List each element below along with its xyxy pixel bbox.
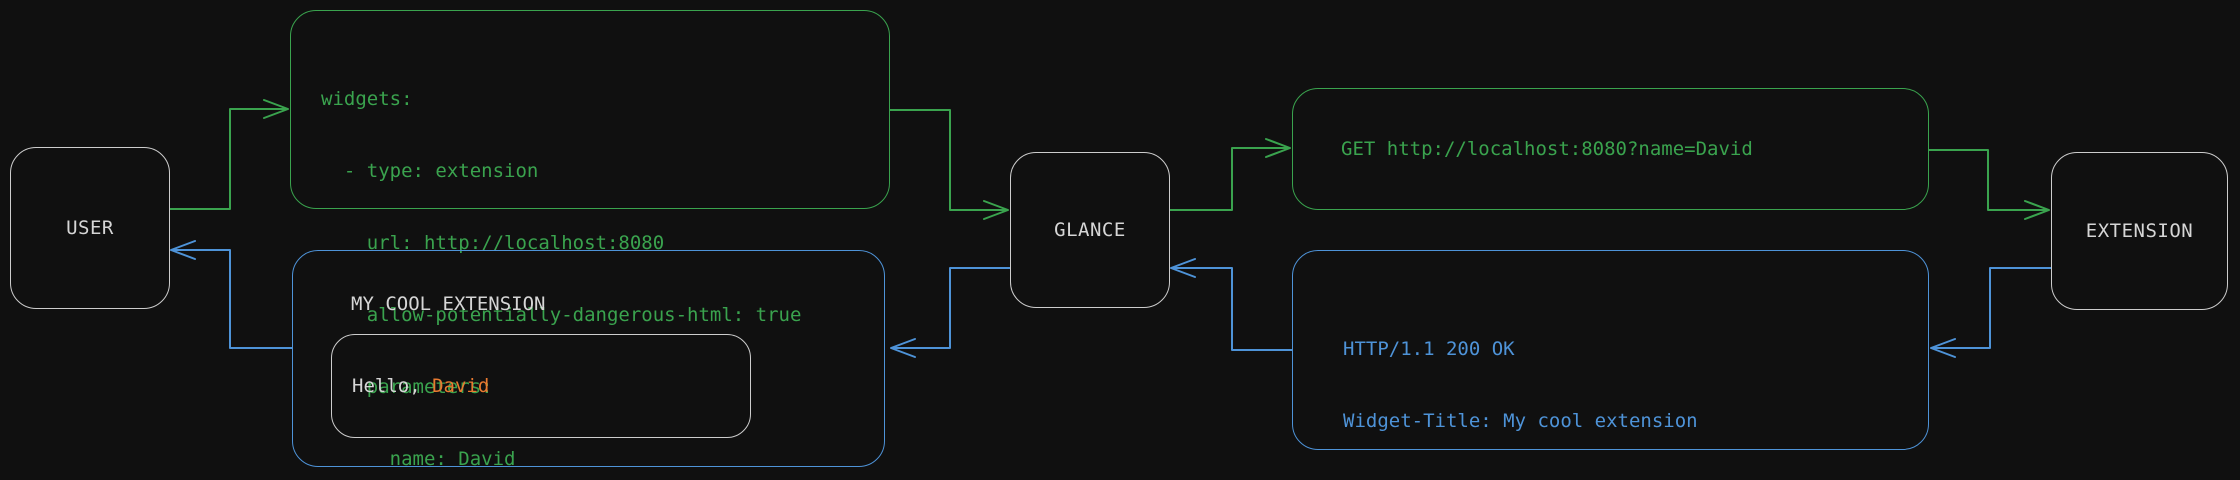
extension-node: EXTENSION bbox=[2051, 152, 2228, 310]
connector-user-to-config bbox=[169, 99, 289, 210]
request-box: GET http://localhost:8080?name=David bbox=[1292, 88, 1929, 210]
connector-config-to-glance bbox=[889, 109, 1009, 220]
config-line: allow-potentially-dangerous-html: true bbox=[321, 304, 802, 326]
user-node-label: USER bbox=[66, 217, 114, 239]
config-line: - type: extension bbox=[321, 160, 539, 182]
user-node: USER bbox=[10, 147, 170, 309]
connector-glance-to-request bbox=[1169, 138, 1291, 211]
connector-extension-to-response bbox=[1930, 267, 2052, 358]
config-line: widgets: bbox=[321, 88, 413, 110]
connector-widget-to-user bbox=[170, 240, 293, 349]
widget-greeting-name: David bbox=[432, 375, 490, 397]
extension-node-label: EXTENSION bbox=[2085, 220, 2194, 242]
config-line: name: David bbox=[321, 448, 516, 470]
glance-node: GLANCE bbox=[1010, 152, 1170, 308]
widget-greeting-prefix: Hello, bbox=[352, 375, 433, 397]
glance-node-label: GLANCE bbox=[1054, 219, 1126, 241]
request-line: GET http://localhost:8080?name=David bbox=[1341, 138, 1753, 160]
response-line: Widget-Title: My cool extension bbox=[1343, 410, 1698, 432]
widget-title: MY COOL EXTENSION bbox=[351, 293, 546, 315]
response-line: HTTP/1.1 200 OK bbox=[1343, 338, 1515, 360]
config-line: parameters: bbox=[321, 376, 493, 398]
config-box: widgets: - type: extension url: http://l… bbox=[290, 10, 890, 470]
response-box: HTTP/1.1 200 OK Widget-Title: My cool ex… bbox=[1292, 250, 1929, 450]
connector-glance-to-widget bbox=[890, 267, 1011, 358]
connector-request-to-extension bbox=[1928, 149, 2050, 220]
config-line: url: http://localhost:8080 bbox=[321, 232, 665, 254]
widget-box: MY COOL EXTENSION Hello, David bbox=[292, 250, 885, 467]
connector-response-to-glance bbox=[1170, 258, 1293, 351]
widget-inner-box: Hello, David bbox=[331, 334, 751, 438]
